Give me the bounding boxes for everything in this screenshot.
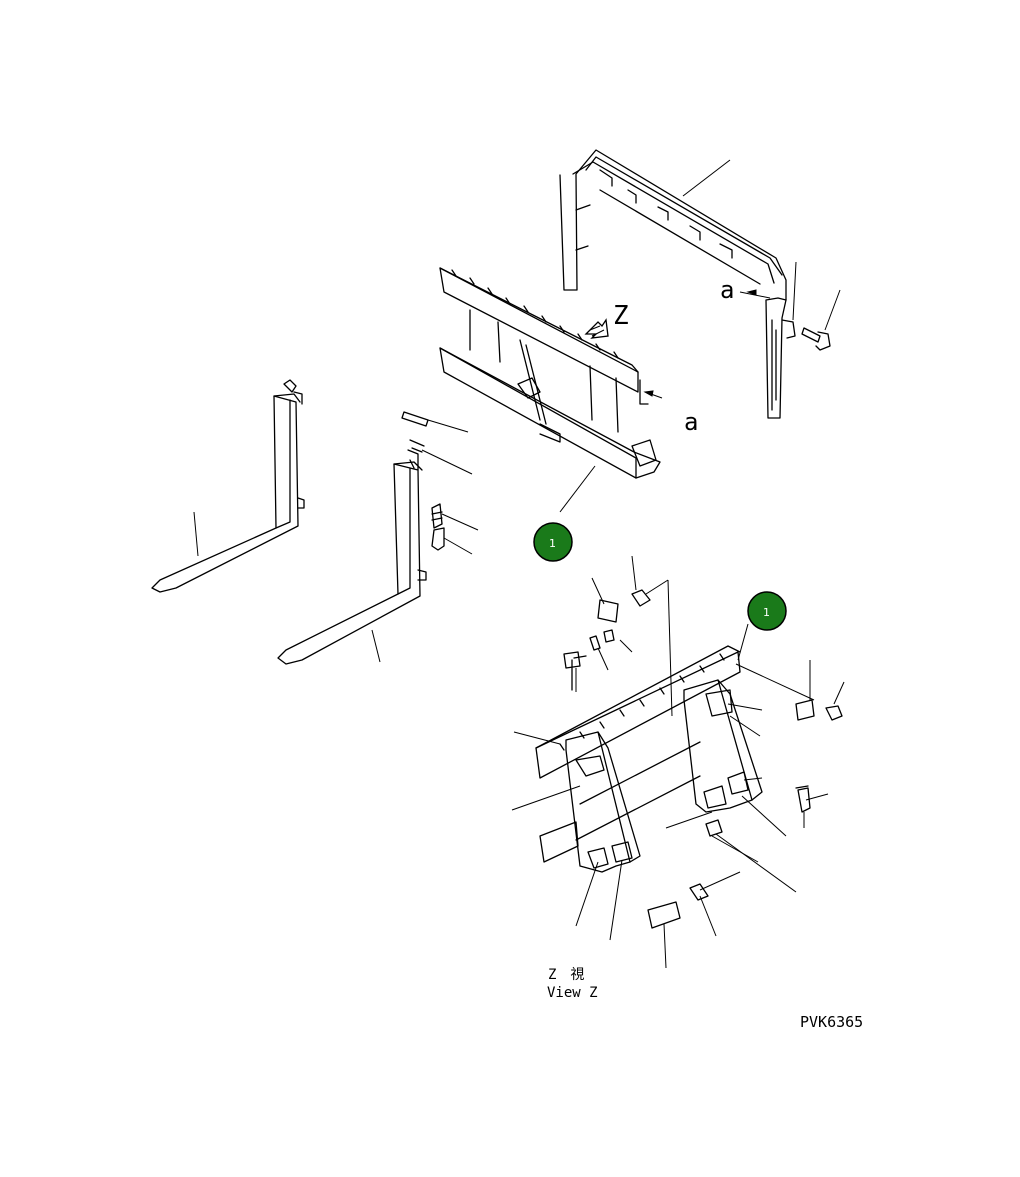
fork-leader-lines	[193, 511, 381, 663]
callout-label: 1	[763, 606, 770, 619]
section-letter-label-bottom: a	[684, 408, 698, 436]
carriage-leader-lines	[559, 390, 663, 513]
view-arrow-icon	[584, 318, 609, 339]
backrest-leader-lines	[682, 159, 841, 331]
fork-carriage	[439, 267, 661, 479]
callout-circle[interactable]	[533, 522, 573, 562]
fork-right	[277, 449, 427, 665]
callout-1-view-z[interactable]: 1	[747, 591, 787, 631]
section-letter-label-top: a	[720, 276, 734, 304]
load-backrest	[559, 149, 796, 419]
fork-pin-leader-lines	[421, 419, 479, 555]
fork-pin-icon	[401, 411, 445, 551]
callout-1-carriage[interactable]: 1	[533, 522, 573, 562]
callout-circle[interactable]	[747, 591, 787, 631]
view-caption-jp: Z 視	[548, 967, 584, 983]
fork-left	[151, 379, 305, 593]
view-z-assembly	[535, 589, 843, 929]
backrest-bolt-icon	[801, 327, 831, 351]
view-caption-en: View Z	[547, 985, 598, 1001]
drawing-code: PVK6365	[800, 1013, 863, 1031]
view-letter-label: Z	[613, 301, 629, 331]
view-z-leader-lines	[511, 555, 845, 969]
callout-label: 1	[549, 537, 556, 550]
